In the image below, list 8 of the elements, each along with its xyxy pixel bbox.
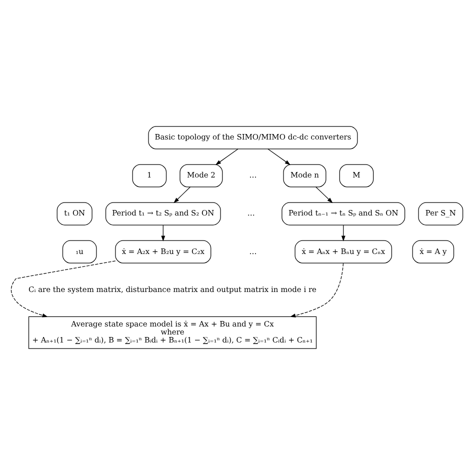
arrow	[161, 224, 166, 241]
arrow	[10, 260, 116, 317]
arrow	[316, 186, 333, 203]
arrow	[174, 186, 190, 203]
arrow	[268, 148, 291, 165]
arrow	[341, 224, 346, 241]
arrow	[290, 262, 344, 317]
arrow	[215, 148, 238, 165]
